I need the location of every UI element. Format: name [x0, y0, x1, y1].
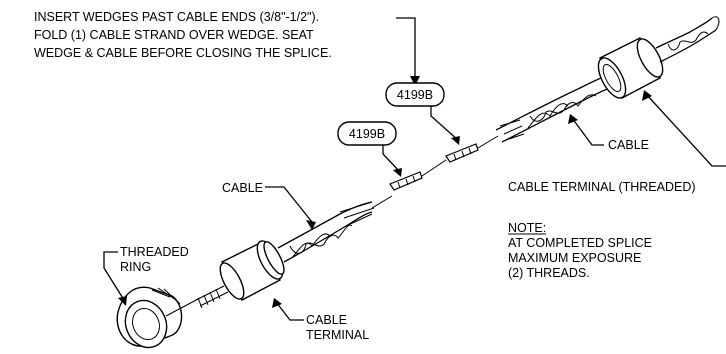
upper-braided-cable	[495, 75, 611, 143]
wedge-link-wire	[421, 159, 447, 177]
instruction-line-3: WEDGE & CABLE BEFORE CLOSING THE SPLICE.	[34, 46, 332, 60]
callout-lower: 4199B	[337, 121, 402, 177]
threaded-ring-leader	[103, 251, 127, 306]
lower-cable-terminal	[195, 240, 285, 309]
callout-upper: 4199B	[385, 82, 460, 145]
label-threaded-ring-1: THREADED	[120, 245, 189, 259]
lower-braided-cable	[277, 201, 375, 263]
note-line-1: AT COMPLETED SPLICE	[508, 236, 652, 250]
label-threaded-ring-2: RING	[120, 260, 151, 274]
ring-wire	[165, 297, 201, 317]
threaded-ring	[116, 286, 183, 349]
upper-cable-terminal	[597, 16, 720, 99]
note-line-3: (2) THREADS.	[508, 266, 590, 280]
instruction-leader	[396, 17, 420, 86]
instruction-line-2: FOLD (1) CABLE STRAND OVER WEDGE. SEAT	[34, 28, 314, 42]
label-cable-terminal-1: CABLE	[306, 313, 347, 327]
label-cable-terminal-2: TERMINAL	[306, 328, 369, 342]
cable-terminal-leader	[272, 298, 304, 321]
upper-wedge	[445, 135, 499, 163]
callout-lower-label: 4199B	[349, 127, 385, 141]
label-terminal-threaded: CABLE TERMINAL (THREADED)	[508, 180, 696, 194]
lower-wedge	[371, 171, 423, 209]
callout-upper-label: 4199B	[397, 88, 433, 102]
note-line-2: MAXIMUM EXPOSURE	[508, 251, 641, 265]
cable-right-leader	[568, 114, 604, 146]
label-cable-left: CABLE	[222, 181, 263, 195]
terminal-threaded-leader	[642, 90, 726, 167]
label-cable-right: CABLE	[608, 138, 649, 152]
note-heading: NOTE:	[508, 221, 546, 235]
instruction-line-1: INSERT WEDGES PAST CABLE ENDS (3/8"-1/2"…	[34, 10, 319, 24]
cable-left-leader	[265, 186, 316, 230]
